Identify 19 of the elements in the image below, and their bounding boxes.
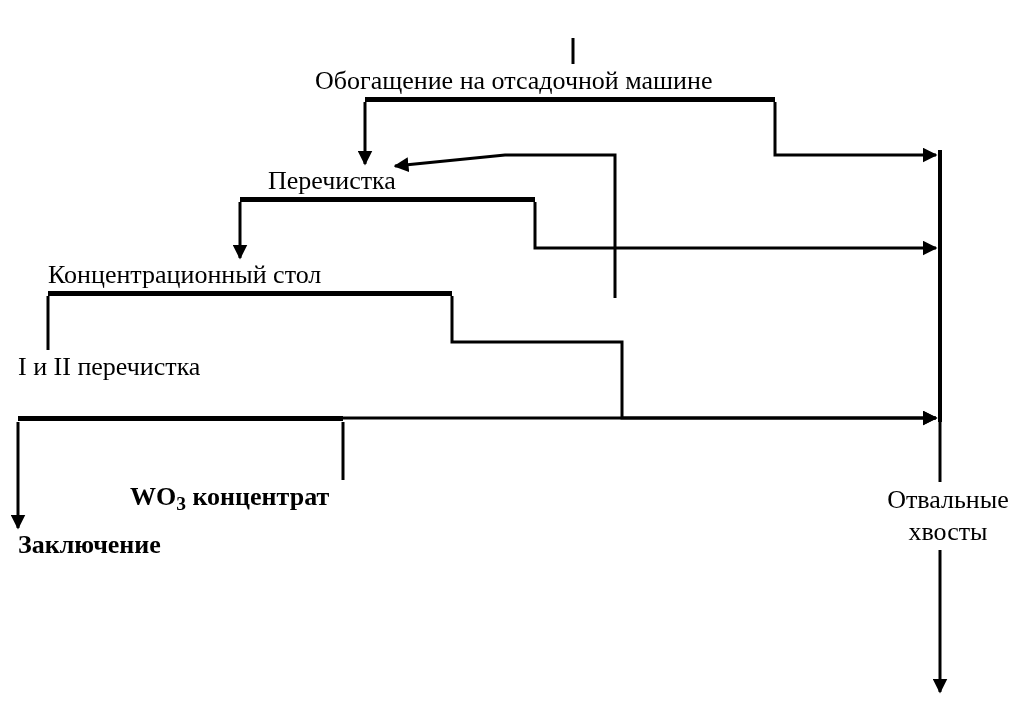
step-label: WO$_{3}$ концентрат [130,482,330,512]
step-label: I и II перечистка [18,352,201,382]
step-label: Заключение [18,530,161,560]
step-label: Отвальные хвосты [886,484,1010,548]
arrow [343,410,938,426]
step-label: Перечистка [268,166,396,196]
step-label: Обогащение на отсадочной машине [315,66,713,96]
arrow [773,102,938,163]
arrow [932,550,948,694]
arrow [232,202,248,260]
connector-line [341,422,345,480]
arrow [10,422,26,530]
step-label: Концентрационный стол [48,260,322,290]
arrow [533,202,938,256]
connector-line [571,38,575,64]
connector-line [938,422,942,482]
arrow [357,102,373,166]
connector-line [46,296,50,350]
arrow [393,153,617,298]
